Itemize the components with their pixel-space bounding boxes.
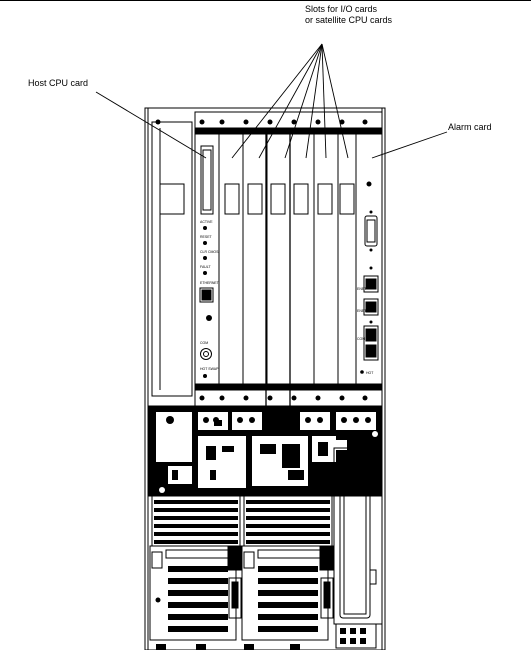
- slots-leader-2: [258, 43, 323, 159]
- slots-leader-1: [231, 43, 323, 159]
- svg-text:RESET: RESET: [200, 235, 213, 239]
- alarm-ethernet-port-1: [363, 275, 379, 293]
- chassis-frame: [144, 107, 386, 650]
- top-rule: [0, 0, 531, 1]
- io-slot-3: [266, 133, 291, 385]
- slots-leader-6: [321, 43, 349, 159]
- power-supplies: [149, 545, 335, 641]
- drive-bay-vent: [335, 623, 377, 649]
- host-cpu-card: ACTIVE RESET CLR CMOS FAULT ETHERNET COM…: [194, 133, 220, 385]
- io-slot-2: [242, 133, 268, 385]
- svg-text:ETHERNET: ETHERNET: [200, 281, 220, 285]
- left-filler-panel: [151, 121, 193, 397]
- alarm-ethernet-port-2: [363, 298, 379, 316]
- host-cpu-connector: [200, 145, 214, 215]
- io-slot-6: [337, 133, 357, 385]
- drive-bay: [333, 447, 383, 649]
- svg-text:CLR CMOS: CLR CMOS: [200, 250, 219, 254]
- slots-leader-3: [284, 43, 323, 159]
- alarm-callout-label: Alarm card: [448, 122, 492, 132]
- alarm-leader: [371, 131, 448, 159]
- left-filler-window: [159, 183, 185, 215]
- svg-text:FAULT: FAULT: [200, 265, 211, 269]
- svg-text:HOT SWAP: HOT SWAP: [200, 367, 219, 371]
- alarm-com-ports: [363, 325, 379, 361]
- host-com-port: [200, 348, 212, 360]
- svg-text:HOT: HOT: [366, 371, 374, 375]
- svg-text:COM: COM: [200, 341, 208, 345]
- io-slot-cards: [218, 133, 357, 385]
- alarm-connector: [364, 215, 378, 247]
- slots-leader-5: [321, 43, 327, 159]
- host-cpu-callout-label: Host CPU card: [28, 78, 89, 88]
- svg-text:ENET: ENET: [357, 309, 367, 313]
- io-slot-4: [289, 133, 315, 385]
- svg-text:ENET: ENET: [357, 287, 367, 291]
- slots-callout-label: Slots for I/O cards or satellite CPU car…: [305, 4, 392, 26]
- host-cpu-leader: [95, 91, 207, 159]
- slots-leader-4: [305, 43, 323, 159]
- removable-drive: [339, 457, 371, 619]
- io-slot-5: [313, 133, 339, 385]
- slots-callout-line-1: Slots for I/O cards: [305, 4, 378, 14]
- chassis-feet: [156, 644, 300, 650]
- svg-text:ACTIVE: ACTIVE: [200, 220, 213, 224]
- svg-text:COM: COM: [357, 337, 365, 341]
- alarm-card: ENET ENET COM HOT: [355, 133, 383, 385]
- host-ethernet-port: [199, 287, 214, 303]
- midplane-panel: [147, 405, 383, 497]
- slots-callout-line-2: or satellite CPU cards: [305, 15, 393, 25]
- lower-fan-bays: [151, 495, 333, 547]
- io-slot-1: [218, 133, 244, 385]
- callout-leaders: [95, 43, 448, 159]
